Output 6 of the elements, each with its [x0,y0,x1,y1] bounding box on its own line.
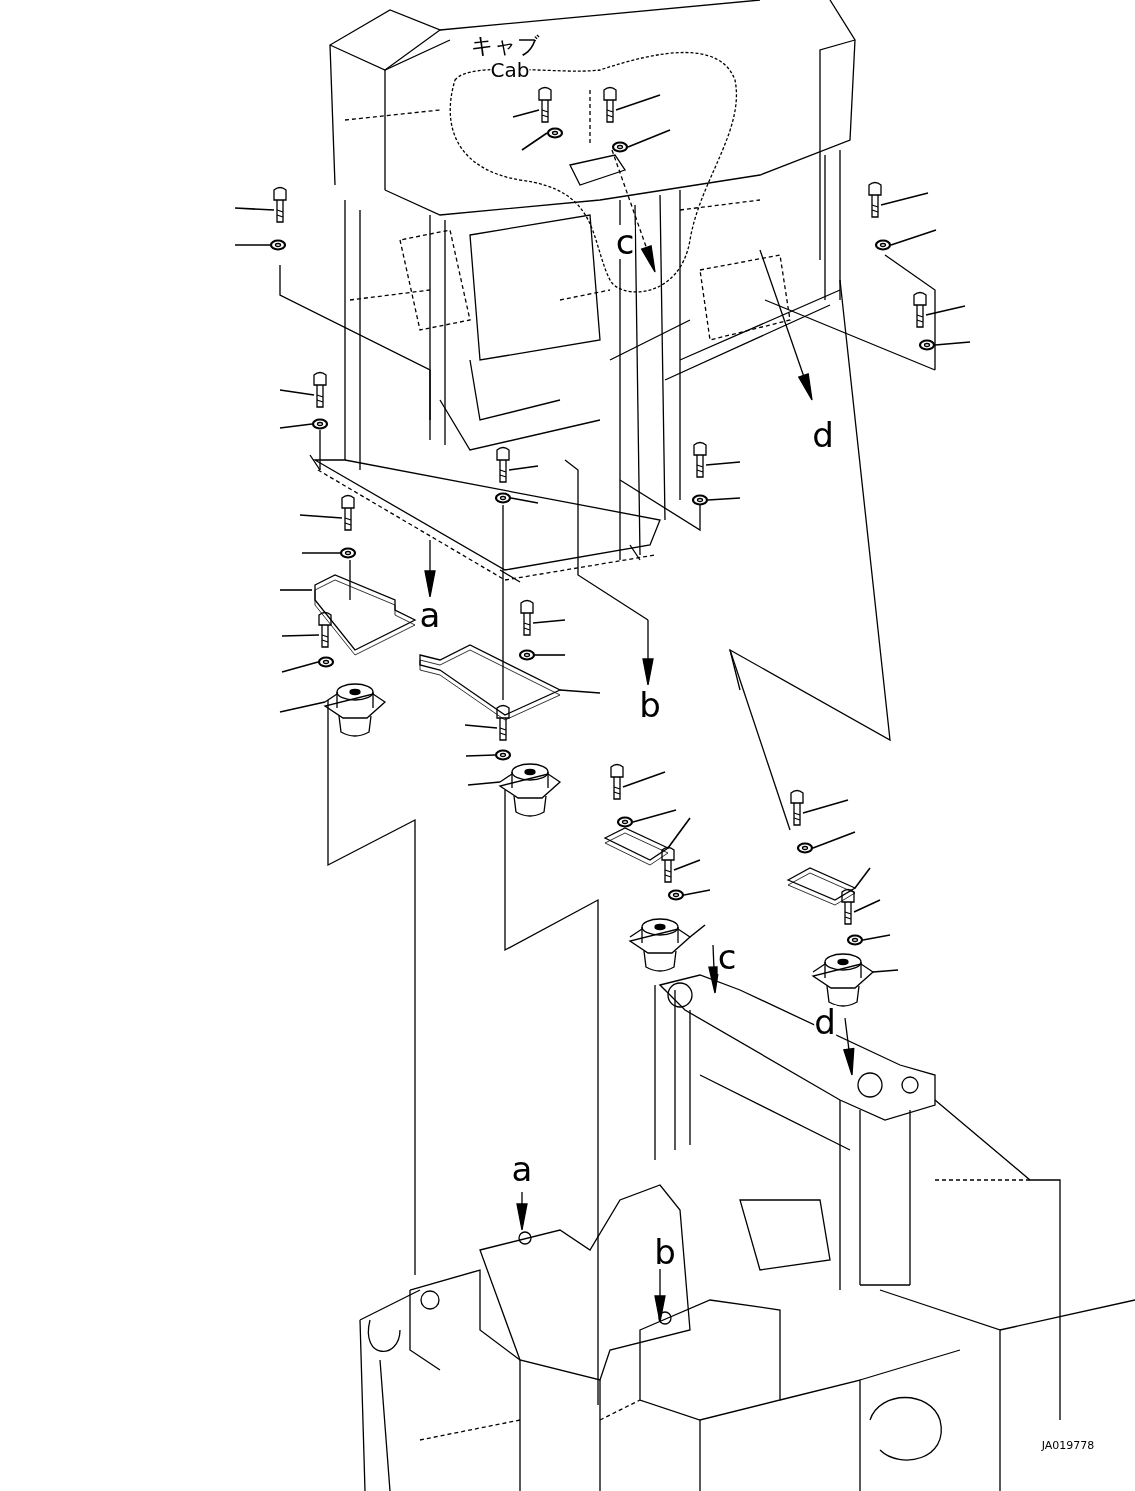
location-letter: c [615,225,635,259]
part-label: Cab [490,60,530,80]
drawing-number: JA019778 [1041,1440,1095,1451]
location-letter: b [654,1235,676,1269]
location-letter: d [814,1005,836,1039]
part-label: キャブ [470,35,540,57]
